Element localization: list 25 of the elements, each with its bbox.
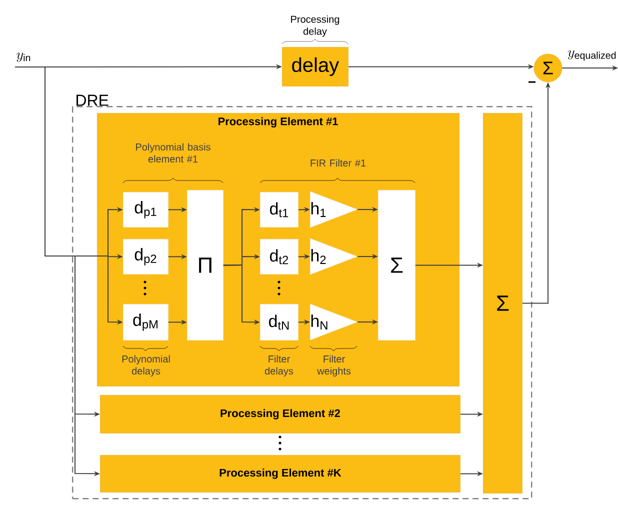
signal-label: $y_{\mathrm{in}}$ — [16, 52, 30, 62]
delay-box: d$_{pM}$ — [123, 304, 168, 340]
annotation-text: FIR Filter #1 — [310, 159, 366, 167]
annotation-text: Polynomial basis element #1 — [136, 143, 210, 163]
annotation-text: Filter delays — [264, 355, 294, 376]
processing-element-bar: Processing Element #K — [100, 455, 460, 492]
node-label: DRE — [76, 94, 108, 106]
annotation-text: Polynomial delays — [122, 355, 170, 376]
sum-block: Σ — [483, 113, 522, 494]
gain-triangle: h$_{1}$ — [310, 191, 358, 228]
minus-sign: − — [528, 81, 536, 83]
delay-box: d$_{p2}$ — [123, 239, 168, 274]
delay-box: delay — [282, 47, 348, 86]
annotation-text: Processing delay — [291, 15, 340, 37]
delay-box: d$_{p1}$ — [123, 192, 168, 228]
delay-box: d$_{t2}$ — [260, 239, 298, 274]
processing-element-bar: Processing Element #2 — [100, 395, 460, 434]
sum-block: Σ — [378, 190, 416, 340]
gain-triangle: h$_{2}$ — [310, 238, 358, 275]
delay-box: d$_{t1}$ — [260, 192, 298, 228]
delay-box: d$_{tN}$ — [260, 304, 298, 340]
gain-triangle: h$_{N}$ — [310, 304, 358, 340]
signal-label: $y_{\mathrm{equalized}}$ — [568, 50, 616, 61]
annotation-text: Filter weights — [317, 355, 351, 376]
product-block: Π — [187, 190, 224, 340]
